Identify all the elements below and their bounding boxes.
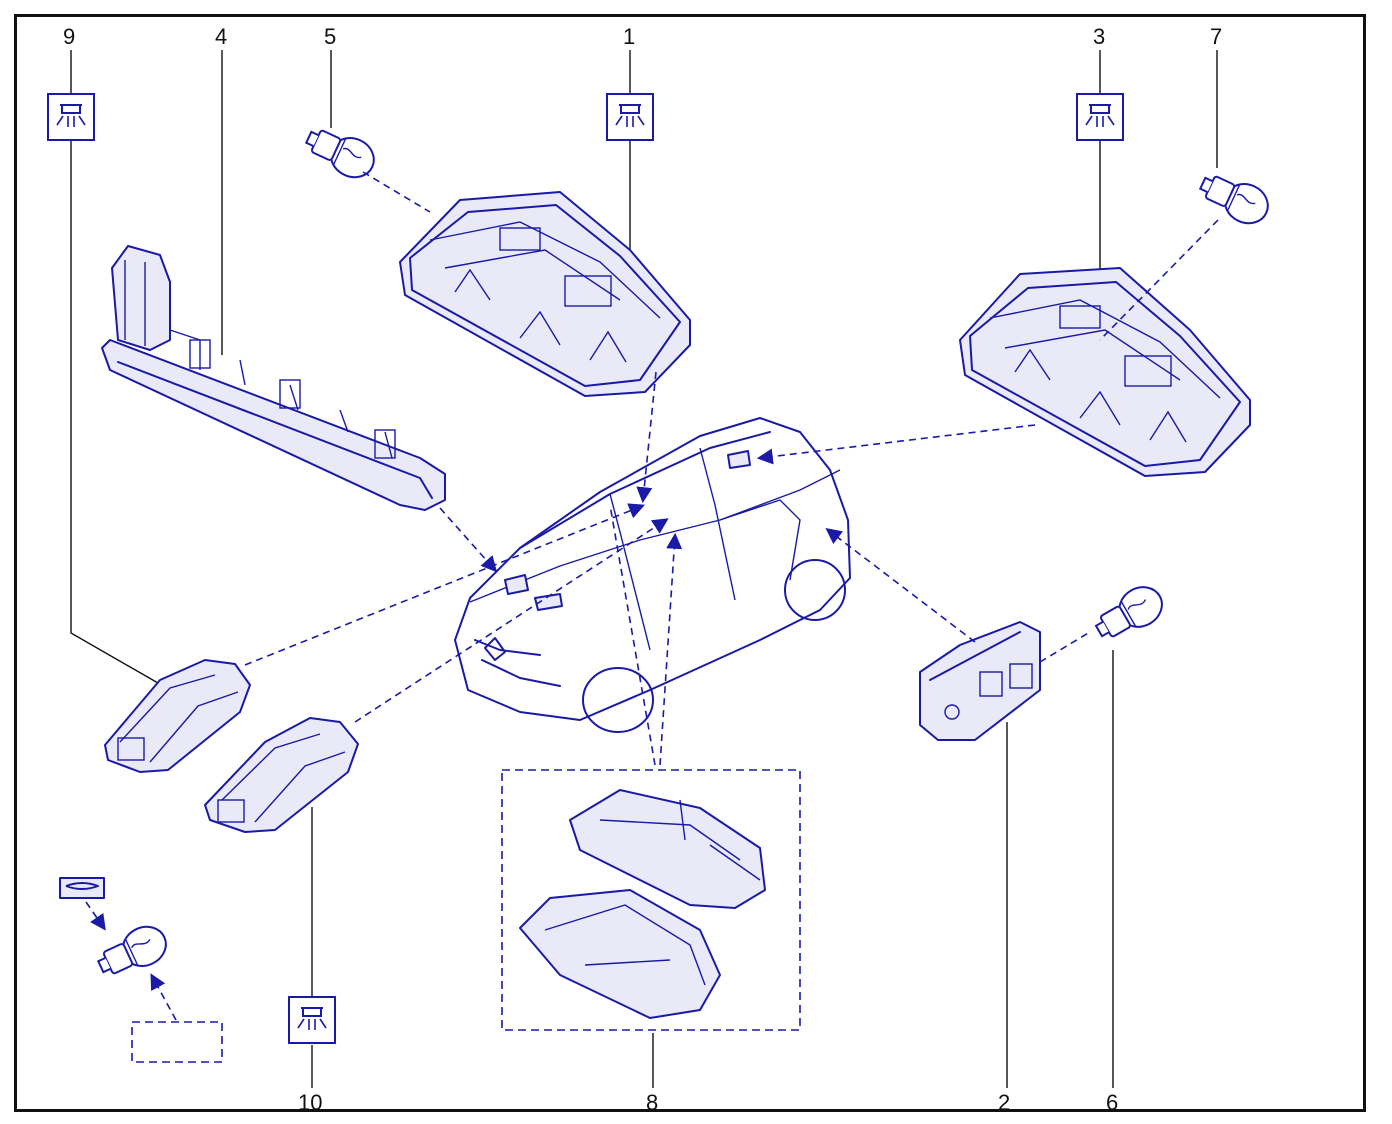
housing-upper-8 <box>569 789 766 909</box>
label-tag-icon <box>59 877 105 899</box>
dash-8-car-a <box>609 504 656 766</box>
lamp-symbol-icon-10 <box>288 996 336 1044</box>
lamp-symbol-icon-1 <box>606 93 654 141</box>
lamp-symbol-icon-9 <box>47 93 95 141</box>
roof-lamp-unit-3 <box>959 267 1251 477</box>
spare-bulb-box <box>131 1021 223 1063</box>
dash-9-car <box>244 503 645 666</box>
leader-9 <box>70 141 159 684</box>
dash-6-2 <box>1039 631 1091 663</box>
dash-5-1 <box>362 171 431 213</box>
courtesy-lamp-9 <box>104 659 251 773</box>
spare-box-arrow <box>150 973 177 1021</box>
callout-8: 8 <box>646 1090 658 1115</box>
bulb-icon-6 <box>1088 578 1171 649</box>
dash-1-car <box>636 371 657 504</box>
boot-lamp-2 <box>919 621 1041 741</box>
housing-lower-8 <box>519 889 721 1019</box>
dash-3-car <box>756 424 1036 465</box>
dash-2-car <box>825 528 976 643</box>
dash-10-car <box>354 518 669 723</box>
callout-2: 2 <box>998 1090 1010 1115</box>
callout-10: 10 <box>298 1090 322 1115</box>
callout-3: 3 <box>1093 24 1105 49</box>
callout-7: 7 <box>1210 24 1222 49</box>
vehicle-outline <box>454 417 851 733</box>
callout-4: 4 <box>215 24 227 49</box>
callout-9: 9 <box>63 24 75 49</box>
dash-4-car <box>439 507 498 573</box>
callout-6: 6 <box>1106 1090 1118 1115</box>
lamp-rail-4 <box>101 245 446 511</box>
callout-5: 5 <box>324 24 336 49</box>
courtesy-lamp-10 <box>204 717 359 833</box>
bulb-icon-spare <box>91 918 174 985</box>
roof-lamp-unit-1 <box>399 191 691 397</box>
lamp-symbol-icon-3 <box>1076 93 1124 141</box>
dash-8-car-b <box>659 532 683 766</box>
callout-1: 1 <box>623 24 635 49</box>
dash-7-3 <box>1099 219 1219 341</box>
bulb-icon-7 <box>1193 165 1276 232</box>
part-8-group-box <box>501 769 801 1031</box>
label-arrow <box>85 901 106 931</box>
